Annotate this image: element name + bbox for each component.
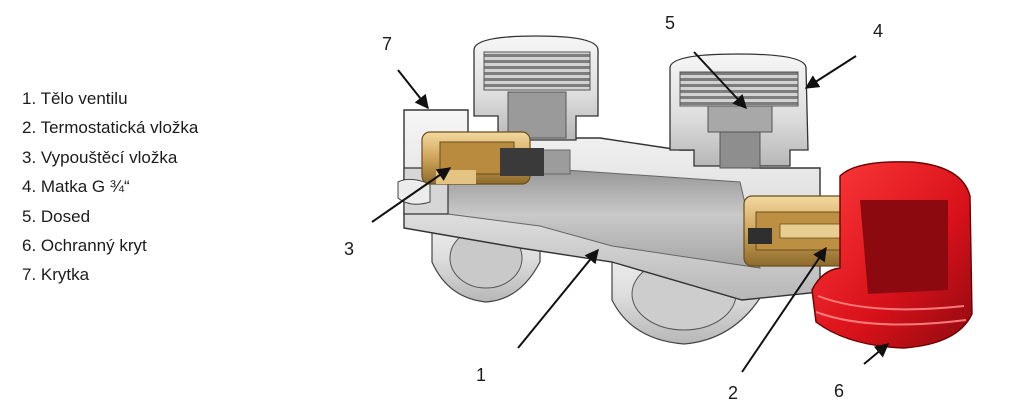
legend-item-7: 7. Krytka (22, 265, 90, 285)
nut-g-3-4 (669, 53, 809, 169)
callout-4: 4 (873, 21, 883, 41)
legend-item-1: 1. Tělo ventilu (22, 89, 128, 108)
protective-cap (811, 161, 973, 349)
callout-3: 3 (344, 239, 354, 259)
seat (707, 105, 773, 133)
legend-list: 1. Tělo ventilu 2. Termostatická vložka … (22, 84, 198, 290)
legend-item-3: 3. Vypouštěcí vložka (22, 147, 178, 167)
legend-item-6: 6. Ochranný kryt (22, 236, 147, 256)
legend-item-5: 5. Dosed (22, 206, 91, 226)
upper-connection-left (473, 35, 599, 141)
callout-2: 2 (728, 383, 738, 403)
legend-item-4: 4. Matka G ¾“ (22, 177, 130, 197)
drain-insert (421, 131, 544, 185)
callout-7: 7 (382, 34, 392, 54)
callout-1: 1 (476, 365, 486, 385)
legend-item-2: 2. Termostatická vložka (22, 118, 199, 138)
callout-5: 5 (665, 13, 675, 33)
callout-6: 6 (834, 381, 844, 401)
